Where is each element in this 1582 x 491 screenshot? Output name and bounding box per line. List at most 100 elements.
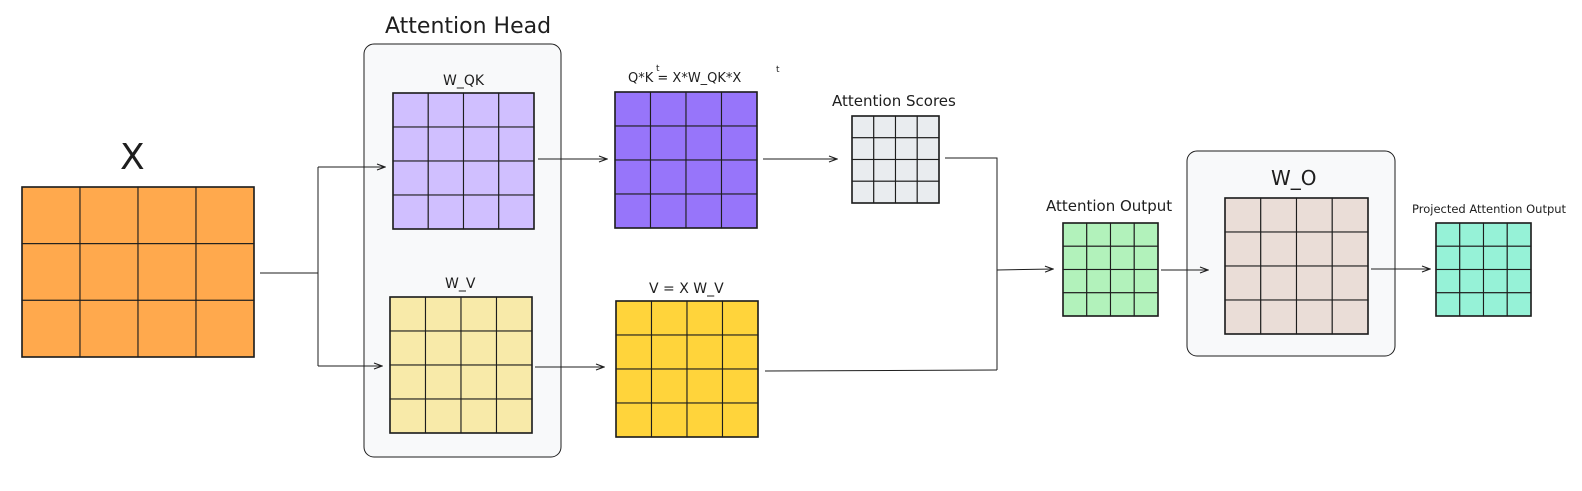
matrix-cell bbox=[916, 137, 940, 161]
matrix-cell bbox=[894, 158, 918, 182]
matrix-cell bbox=[137, 243, 197, 301]
matrix-cell bbox=[615, 334, 653, 370]
matrix-cell bbox=[1295, 231, 1333, 267]
matrix-cell bbox=[649, 91, 687, 127]
matrix-cell bbox=[721, 368, 759, 404]
matrix-cell bbox=[1506, 245, 1532, 271]
matrix-cell bbox=[650, 300, 688, 336]
matrix-cell bbox=[1260, 299, 1298, 335]
matrix-cell bbox=[498, 194, 535, 230]
projected-matrix bbox=[1435, 222, 1532, 317]
matrix-cell bbox=[460, 296, 498, 332]
matrix-cell bbox=[460, 330, 498, 366]
matrix-cell bbox=[137, 186, 197, 245]
w-o-label: W_O bbox=[1271, 166, 1317, 190]
matrix-outline bbox=[1062, 222, 1159, 317]
matrix-cell bbox=[137, 299, 197, 358]
matrix-cell bbox=[721, 334, 759, 370]
matrix-cell bbox=[1331, 231, 1369, 267]
matrix-cell bbox=[462, 194, 500, 230]
attention-head-title: Attention Head bbox=[385, 14, 552, 39]
matrix-cell bbox=[614, 193, 652, 229]
matrix-cell bbox=[495, 398, 533, 434]
matrix-cell bbox=[21, 186, 81, 245]
qk-formula-label: Q*K = X*W_QK*X bbox=[628, 71, 742, 86]
matrix-cell bbox=[1109, 222, 1135, 247]
matrix-cell bbox=[894, 180, 918, 204]
matrix-cell bbox=[1331, 265, 1369, 301]
matrix-cell bbox=[79, 243, 139, 301]
matrix-cell bbox=[427, 194, 465, 230]
matrix-cell bbox=[79, 299, 139, 358]
w-qk-label: W_QK bbox=[443, 73, 485, 89]
matrix-cell bbox=[894, 137, 918, 161]
matrix-cell bbox=[720, 193, 758, 229]
matrix-cell bbox=[1109, 245, 1135, 271]
matrix-cell bbox=[495, 364, 533, 400]
matrix-cell bbox=[1295, 299, 1333, 335]
matrix-cell bbox=[1109, 292, 1135, 317]
matrix-cell bbox=[1435, 268, 1461, 294]
matrix-cell bbox=[721, 300, 759, 336]
matrix-cell bbox=[1086, 222, 1112, 247]
attention-scores-label: Attention Scores bbox=[832, 92, 956, 110]
line-v-to-merge bbox=[764, 369, 998, 372]
matrix-cell bbox=[392, 92, 429, 128]
arrow-merge-to-output bbox=[996, 269, 1053, 270]
matrix-cell bbox=[462, 92, 500, 128]
matrix-cell bbox=[916, 115, 940, 139]
matrix-cell bbox=[686, 334, 724, 370]
matrix-cell bbox=[389, 296, 427, 332]
matrix-outline bbox=[389, 296, 533, 434]
matrix-cell bbox=[851, 115, 875, 139]
output-matrix bbox=[1062, 222, 1159, 317]
matrix-cell bbox=[1459, 245, 1485, 271]
w-qk-matrix bbox=[392, 92, 535, 230]
matrix-cell bbox=[686, 402, 724, 438]
x-matrix bbox=[21, 186, 255, 358]
matrix-cell bbox=[686, 368, 724, 404]
v-formula-label: V = X W_V bbox=[649, 281, 724, 297]
matrix-cell bbox=[720, 159, 758, 195]
matrix-cell bbox=[1224, 299, 1262, 335]
matrix-cell bbox=[650, 334, 688, 370]
matrix-cell bbox=[1062, 245, 1088, 271]
scores-matrix bbox=[851, 115, 940, 204]
matrix-cell bbox=[392, 194, 429, 230]
qk-matrix bbox=[614, 91, 758, 229]
matrix-cell bbox=[1482, 292, 1508, 317]
matrix-cell bbox=[873, 137, 897, 161]
matrix-cell bbox=[1133, 222, 1159, 247]
matrix-cell bbox=[1295, 265, 1333, 301]
w-o-matrix bbox=[1224, 197, 1369, 335]
matrix-cell bbox=[649, 159, 687, 195]
matrix-cell bbox=[615, 300, 653, 336]
matrix-cell bbox=[720, 91, 758, 127]
matrix-cell bbox=[851, 137, 875, 161]
matrix-cell bbox=[389, 330, 427, 366]
matrix-cell bbox=[873, 180, 897, 204]
matrix-cell bbox=[1482, 268, 1508, 294]
v-matrix bbox=[615, 300, 759, 438]
matrix-cell bbox=[460, 364, 498, 400]
matrix-cell bbox=[894, 115, 918, 139]
matrix-cell bbox=[427, 160, 465, 196]
matrix-cell bbox=[614, 159, 652, 195]
matrix-cell bbox=[1435, 292, 1461, 317]
matrix-cell bbox=[1062, 222, 1088, 247]
projected-output-label: Projected Attention Output bbox=[1412, 202, 1567, 216]
matrix-outline bbox=[1224, 197, 1369, 335]
matrix-outline bbox=[21, 186, 255, 358]
matrix-cell bbox=[649, 193, 687, 229]
matrix-cell bbox=[873, 158, 897, 182]
matrix-cell bbox=[1133, 268, 1159, 294]
matrix-outline bbox=[614, 91, 758, 229]
qk-transpose-superscript-2: t bbox=[776, 65, 780, 75]
matrix-outline bbox=[851, 115, 940, 204]
matrix-outline bbox=[1435, 222, 1532, 317]
matrix-cell bbox=[462, 126, 500, 162]
matrix-cell bbox=[1086, 268, 1112, 294]
matrix-cell bbox=[685, 193, 723, 229]
matrix-cell bbox=[498, 92, 535, 128]
